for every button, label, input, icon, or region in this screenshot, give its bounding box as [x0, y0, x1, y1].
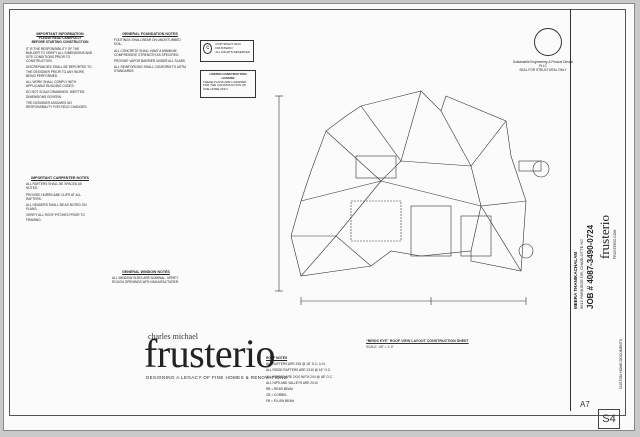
- limited-license-box: LIMITED CONSTRUCTION LICENSE THESE PLANS…: [200, 70, 256, 98]
- important-info-sub1: PLEASE READ CAREFULLY: [38, 36, 82, 41]
- copyright-line1: COPYRIGHT 2024 FRUSTERIO: [215, 42, 241, 50]
- roof-note: ALL HIPS AND VALLEYS ARE 2X10: [266, 380, 318, 385]
- window-para: ALL WINDOW SIZES ARE NOMINAL. VERIFY ROU…: [112, 276, 179, 285]
- copyright-line2: ALL RIGHTS RESERVED: [215, 49, 251, 54]
- roof-note: RB = REAR BEAM: [266, 387, 293, 392]
- roof-note: ALL RIDGES ARE 2X10 WITH 2X4 @ 48" O.C.: [266, 374, 333, 379]
- foundation-para: FOOTINGS SHALL BEAR ON UNDISTURBED SOIL.: [114, 38, 181, 47]
- roof-notes: ROOF NOTES ALL RAFTERS ARE 2X6 @ 16" O.C…: [266, 356, 376, 404]
- sheet-number: S4: [598, 409, 620, 429]
- foundation-heading: GENERAL FOUNDATION NOTES: [122, 32, 178, 36]
- drawing-scale: SCALE: 1/8" = 1'-0": [366, 345, 394, 349]
- sheet-border: [9, 9, 626, 416]
- engineer-line3: SEAL FOR STRUCTURAL ONLY: [519, 68, 567, 73]
- important-info-para: DO NOT SCALE DRAWINGS. WRITTEN DIMENSION…: [26, 90, 85, 99]
- important-info-notes: IMPORTANT INFORMATION PLEASE READ CAREFU…: [26, 32, 94, 109]
- important-info-heading: IMPORTANT INFORMATION: [36, 32, 84, 36]
- carpenter-para: ALL HEADERS SHALL BE AS NOTED ON PLANS.: [26, 203, 87, 212]
- project-name: MEERA THANIKACHALAM: [573, 251, 578, 309]
- important-info-sub2: BEFORE STARTING CONSTRUCTION: [31, 40, 89, 45]
- carpenter-notes: IMPORTANT CARPENTER NOTES ALL RAFTERS SH…: [26, 176, 94, 222]
- roof-note: ALL RAFTERS ARE 2X6 @ 16" O.C. U.N.: [266, 362, 326, 367]
- foundation-para: ALL REINFORCING SHALL CONFORM TO ASTM ST…: [114, 65, 186, 74]
- job-number: JOB # 4087-3490-0724: [586, 224, 595, 309]
- foundation-para: PROVIDE VAPOR BARRIER UNDER ALL SLABS.: [114, 59, 186, 64]
- engineer-info: Sustainable Engineering & Product Design…: [512, 60, 574, 73]
- engineer-seal: [534, 28, 562, 56]
- carpenter-para: ALL RAFTERS SHALL BE SPACED AS NOTED.: [26, 182, 83, 191]
- window-notes: GENERAL WINDOW NOTES ALL WINDOW SIZES AR…: [112, 270, 180, 285]
- drawing-title: "BIRDS EYE" ROOF VIEW LAYOUT CONSTRUCTIO…: [366, 339, 469, 343]
- titleblock-firm: frusterio: [597, 214, 612, 259]
- roof-note: CB = CORBEL: [266, 393, 288, 398]
- roof-note: ALL RIDGE RAFTERS ARE 2X10 @ 16" O.C.: [266, 368, 332, 373]
- limited-body: THESE PLANS ARE LICENSED FOR THE CONSTRU…: [203, 79, 247, 92]
- window-heading: GENERAL WINDOW NOTES: [122, 270, 170, 274]
- important-info-para: IT IS THE RESPONSIBILITY OF THE BUILDER …: [26, 46, 93, 64]
- carpenter-para: PROVIDE HURRICANE CLIPS AT ALL RAFTERS.: [26, 192, 82, 201]
- drawing-sheet: IMPORTANT INFORMATION PLEASE READ CAREFU…: [3, 3, 635, 431]
- carpenter-para: VERIFY ALL ROOF PITCHES PRIOR TO FRAMING…: [26, 213, 85, 222]
- titleblock-website: FRUSTERIO.COM: [613, 229, 617, 259]
- important-info-para: ALL WORK SHALL COMPLY WITH APPLICABLE BU…: [26, 80, 77, 89]
- important-info-para: THE DESIGNER ASSUMES NO RESPONSIBILITY F…: [26, 100, 88, 110]
- roof-note: FB = FLUSH BEAM: [266, 399, 295, 404]
- carpenter-heading: IMPORTANT CARPENTER NOTES: [31, 176, 89, 180]
- foundation-notes: GENERAL FOUNDATION NOTES FOOTINGS SHALL …: [114, 32, 186, 74]
- important-info-para: DISCREPANCIES SHALL BE REPORTED TO THE D…: [26, 65, 92, 78]
- engineer-line1: Sustainable Engineering & Product Design: [512, 60, 574, 64]
- titleblock-sheet-note: CUSTOM HOME DOCUMENTS: [619, 338, 623, 389]
- copyright-box: c COPYRIGHT 2024 FRUSTERIO ALL RIGHTS RE…: [200, 40, 254, 62]
- brand-small: charles michael: [148, 332, 198, 341]
- brand-tagline: DESIGNING A LEGACY OF FINE HOMES & RENOV…: [146, 375, 288, 380]
- foundation-para: ALL CONCRETE SHALL HAVE A MINIMUM COMPRE…: [114, 48, 180, 57]
- title-block: MEERA THANIKACHALAM 9615 PARKSIDE DR, CH…: [570, 9, 627, 411]
- page-ref: A7: [580, 400, 590, 409]
- engineer-line2: PLLC: [539, 64, 547, 69]
- copyright-icon: c: [203, 43, 213, 55]
- limited-heading: LIMITED CONSTRUCTION LICENSE: [209, 72, 247, 80]
- project-address: 9615 PARKSIDE DR, CHARLOTTE NC: [579, 238, 584, 309]
- roof-notes-heading: ROOF NOTES: [266, 356, 288, 360]
- brand-name: frusterio: [144, 331, 276, 376]
